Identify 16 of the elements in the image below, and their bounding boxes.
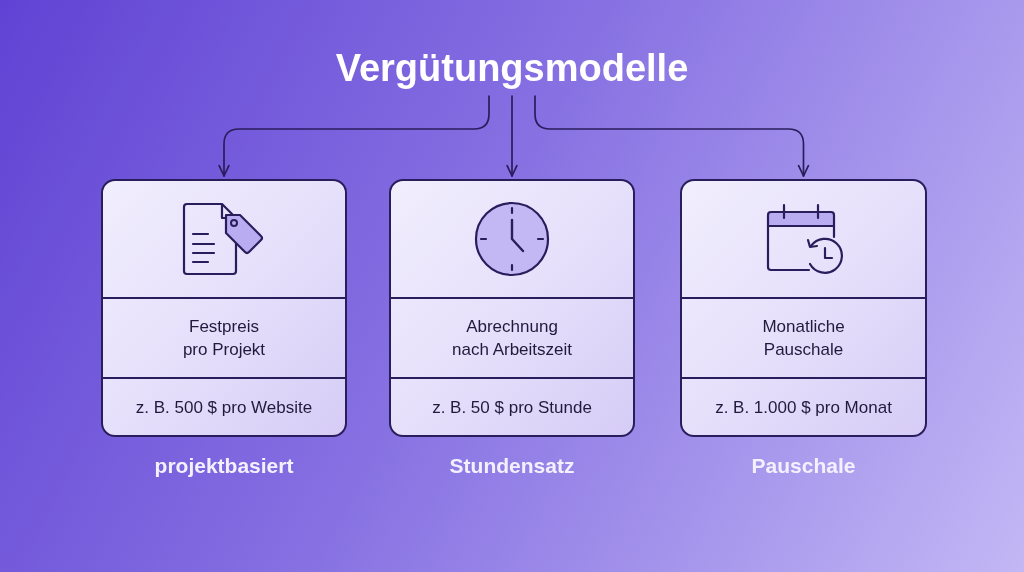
arrow bbox=[534, 95, 810, 177]
example-text: z. B. 500 $ pro Website bbox=[135, 396, 313, 419]
model-card bbox=[680, 179, 927, 437]
model-card bbox=[389, 179, 635, 437]
model-description: Monatliche Pauschale bbox=[761, 316, 846, 361]
model-card bbox=[101, 179, 347, 437]
arrow bbox=[506, 95, 518, 177]
model-description: Festpreis pro Projekt bbox=[181, 316, 267, 361]
model-label: projektbasiert bbox=[154, 453, 294, 479]
model-label: Pauschale bbox=[751, 453, 856, 479]
title: Vergütungsmodelle bbox=[335, 40, 689, 96]
example-text: z. B. 1.000 $ pro Monat bbox=[715, 396, 892, 419]
model-label: Stundensatz bbox=[449, 453, 575, 479]
example-text: z. B. 50 $ pro Stunde bbox=[432, 396, 592, 419]
arrow bbox=[218, 95, 490, 177]
model-description: Abrechnung nach Arbeitszeit bbox=[451, 316, 573, 361]
